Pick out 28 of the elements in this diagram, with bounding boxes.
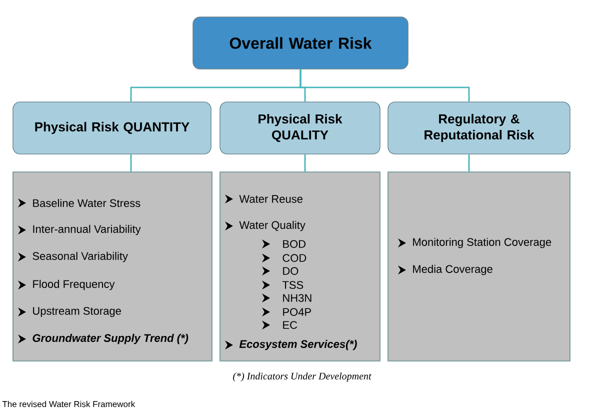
list-item: PO4P <box>262 308 311 316</box>
list-item: TSS <box>262 280 304 290</box>
top-box: Overall Water Risk <box>192 16 408 70</box>
list-item: Water Quality <box>225 220 306 232</box>
category-box: Physical Risk QUANTITY <box>12 102 212 154</box>
list-item: Baseline Water Stress <box>18 198 140 208</box>
caption: The revised Water Risk Framework <box>2 400 136 408</box>
category-box: Regulatory & Reputational Risk <box>388 102 570 154</box>
list-item: NH3N <box>262 294 312 302</box>
list-item: Upstream Storage <box>18 307 121 317</box>
connector-line <box>300 69 470 102</box>
list-item: Flood Frequency <box>18 280 115 290</box>
list-item: Inter-annual Variability <box>18 224 141 236</box>
category-box: Physical Risk QUALITY <box>220 102 380 154</box>
list-item: COD <box>262 254 306 262</box>
list-item: Ecosystem Services(*) <box>225 340 357 350</box>
list-item: EC <box>262 320 298 330</box>
list-item: Media Coverage <box>398 264 492 276</box>
list-item: DO <box>262 266 298 276</box>
list-item: Monitoring Station Coverage <box>398 238 552 248</box>
footnote: (*) Indicators Under Development <box>233 372 372 382</box>
connector-line <box>468 154 470 172</box>
connector-line <box>304 154 306 172</box>
list-item: Seasonal Variability <box>18 252 128 262</box>
list-item: Groundwater Supply Trend (*) <box>18 334 188 344</box>
connector-line <box>130 154 132 172</box>
list-item: Water Reuse <box>225 194 302 204</box>
list-item: BOD <box>262 240 306 248</box>
